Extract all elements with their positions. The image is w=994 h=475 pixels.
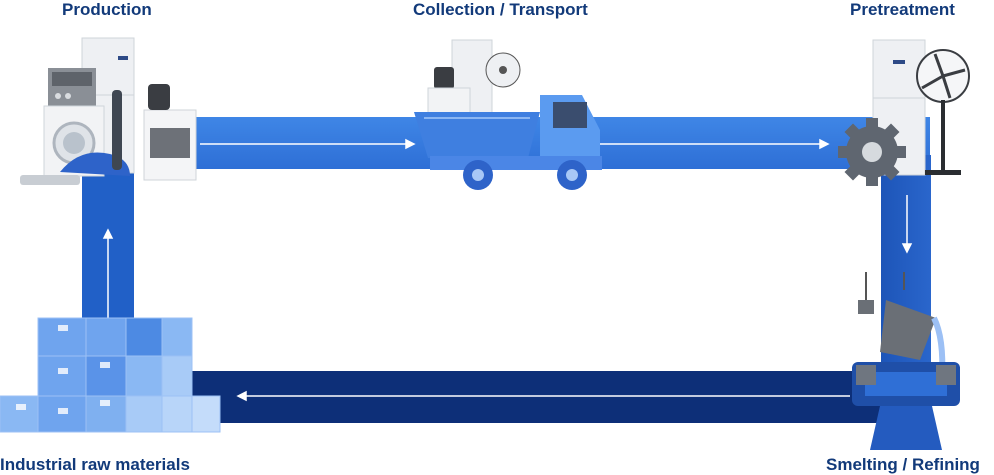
arrow-production-to-collection (200, 138, 416, 150)
stage-label-collection: Collection / Transport (413, 0, 588, 19)
arrow-pretreatment-to-smelting (901, 195, 913, 254)
stage-label-pretreatment: Pretreatment (850, 0, 955, 19)
stage-label-production: Production (62, 0, 152, 19)
arrow-smelting-to-raw (236, 390, 850, 402)
bottom-band (190, 371, 920, 423)
arrow-collection-to-pretreatment (600, 138, 830, 150)
stage-label-raw-materials: Industrial raw materials (0, 455, 190, 474)
stage-label-smelting: Smelting / Refining (826, 455, 980, 474)
ladle-furnace-icon (852, 272, 960, 450)
gear-icon (838, 39, 970, 186)
boxes-icon (0, 317, 221, 433)
dump-truck-icon (414, 39, 602, 190)
appliances-icon (20, 37, 197, 185)
arrow-raw-to-production (102, 228, 114, 320)
